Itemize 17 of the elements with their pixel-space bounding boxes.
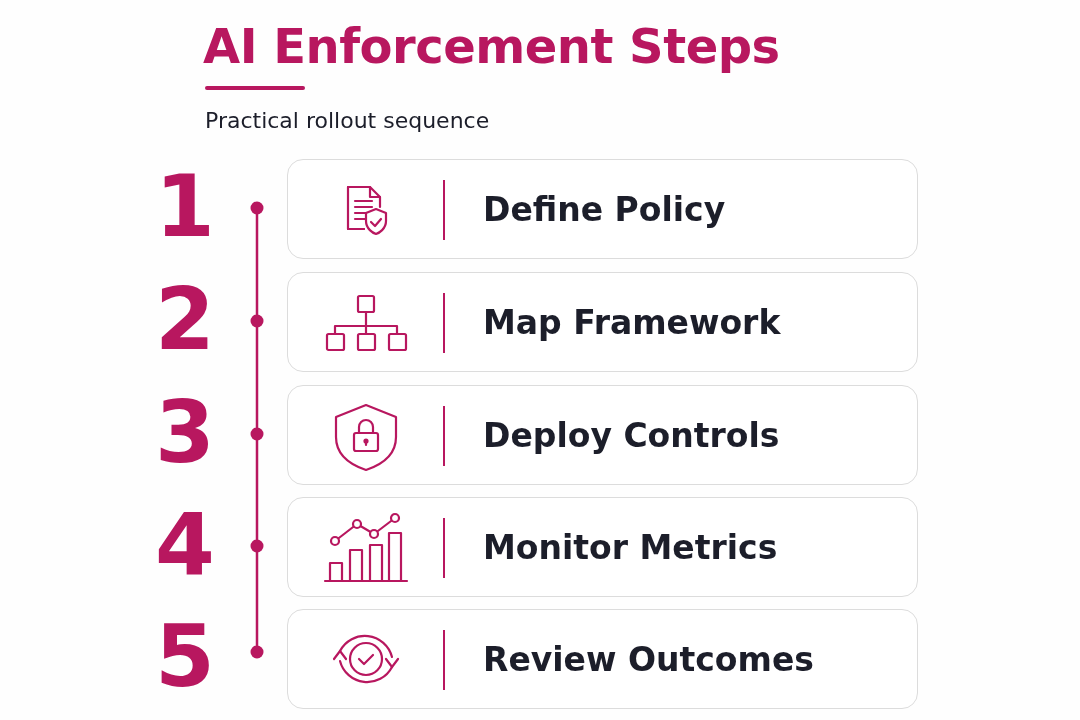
step-label: Deploy Controls <box>483 414 780 457</box>
step-label: Map Framework <box>483 301 781 344</box>
step-label: Monitor Metrics <box>483 526 778 569</box>
step-label: Review Outcomes <box>483 638 814 681</box>
step-number: 2 <box>154 276 216 362</box>
step-card <box>287 609 918 709</box>
step-number: 1 <box>154 163 216 249</box>
step-card <box>287 385 918 485</box>
step-label: Define Policy <box>483 188 726 231</box>
step-number: 4 <box>154 501 216 587</box>
title: AI Enforcement Steps <box>203 18 780 74</box>
step-number: 3 <box>154 389 216 475</box>
step-number: 5 <box>154 613 216 699</box>
step-card <box>287 159 918 259</box>
step-card <box>287 497 918 597</box>
subtitle: Practical rollout sequence <box>205 108 490 133</box>
step-card <box>287 272 918 372</box>
